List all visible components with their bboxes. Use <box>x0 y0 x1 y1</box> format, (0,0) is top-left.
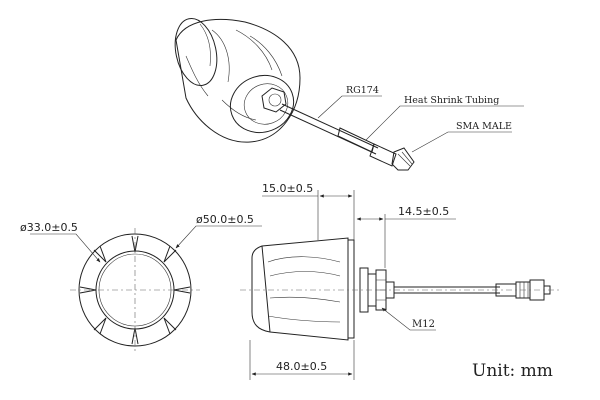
label-sma-male: SMA MALE <box>456 121 512 132</box>
dim-top-height: 15.0±0.5 <box>262 182 313 195</box>
leader-rg174 <box>317 95 382 119</box>
cable-iso <box>279 103 415 171</box>
dim-overall-length: 48.0±0.5 <box>276 360 327 373</box>
unit-label: Unit: mm <box>472 361 553 381</box>
side-body <box>251 237 349 341</box>
label-m12: M12 <box>412 319 435 330</box>
leader-heat-shrink <box>365 105 524 141</box>
front-view: ø33.0±0.5 ø50.0±0.5 <box>20 213 262 352</box>
dim-outer-diameter: ø50.0±0.5 <box>196 213 254 226</box>
label-heat-shrink: Heat Shrink Tubing <box>404 95 499 106</box>
leader-sma <box>411 131 512 153</box>
dim-cable-offset: 14.5±0.5 <box>398 205 449 218</box>
label-rg174: RG174 <box>346 85 379 96</box>
side-view: 15.0±0.5 14.5±0.5 48.0±0.5 M12 <box>240 182 560 380</box>
antenna-body-iso <box>174 17 301 143</box>
isometric-view: RG174 Heat Shrink Tubing SMA MALE <box>174 17 524 171</box>
dim-inner-diameter: ø33.0±0.5 <box>20 221 78 234</box>
